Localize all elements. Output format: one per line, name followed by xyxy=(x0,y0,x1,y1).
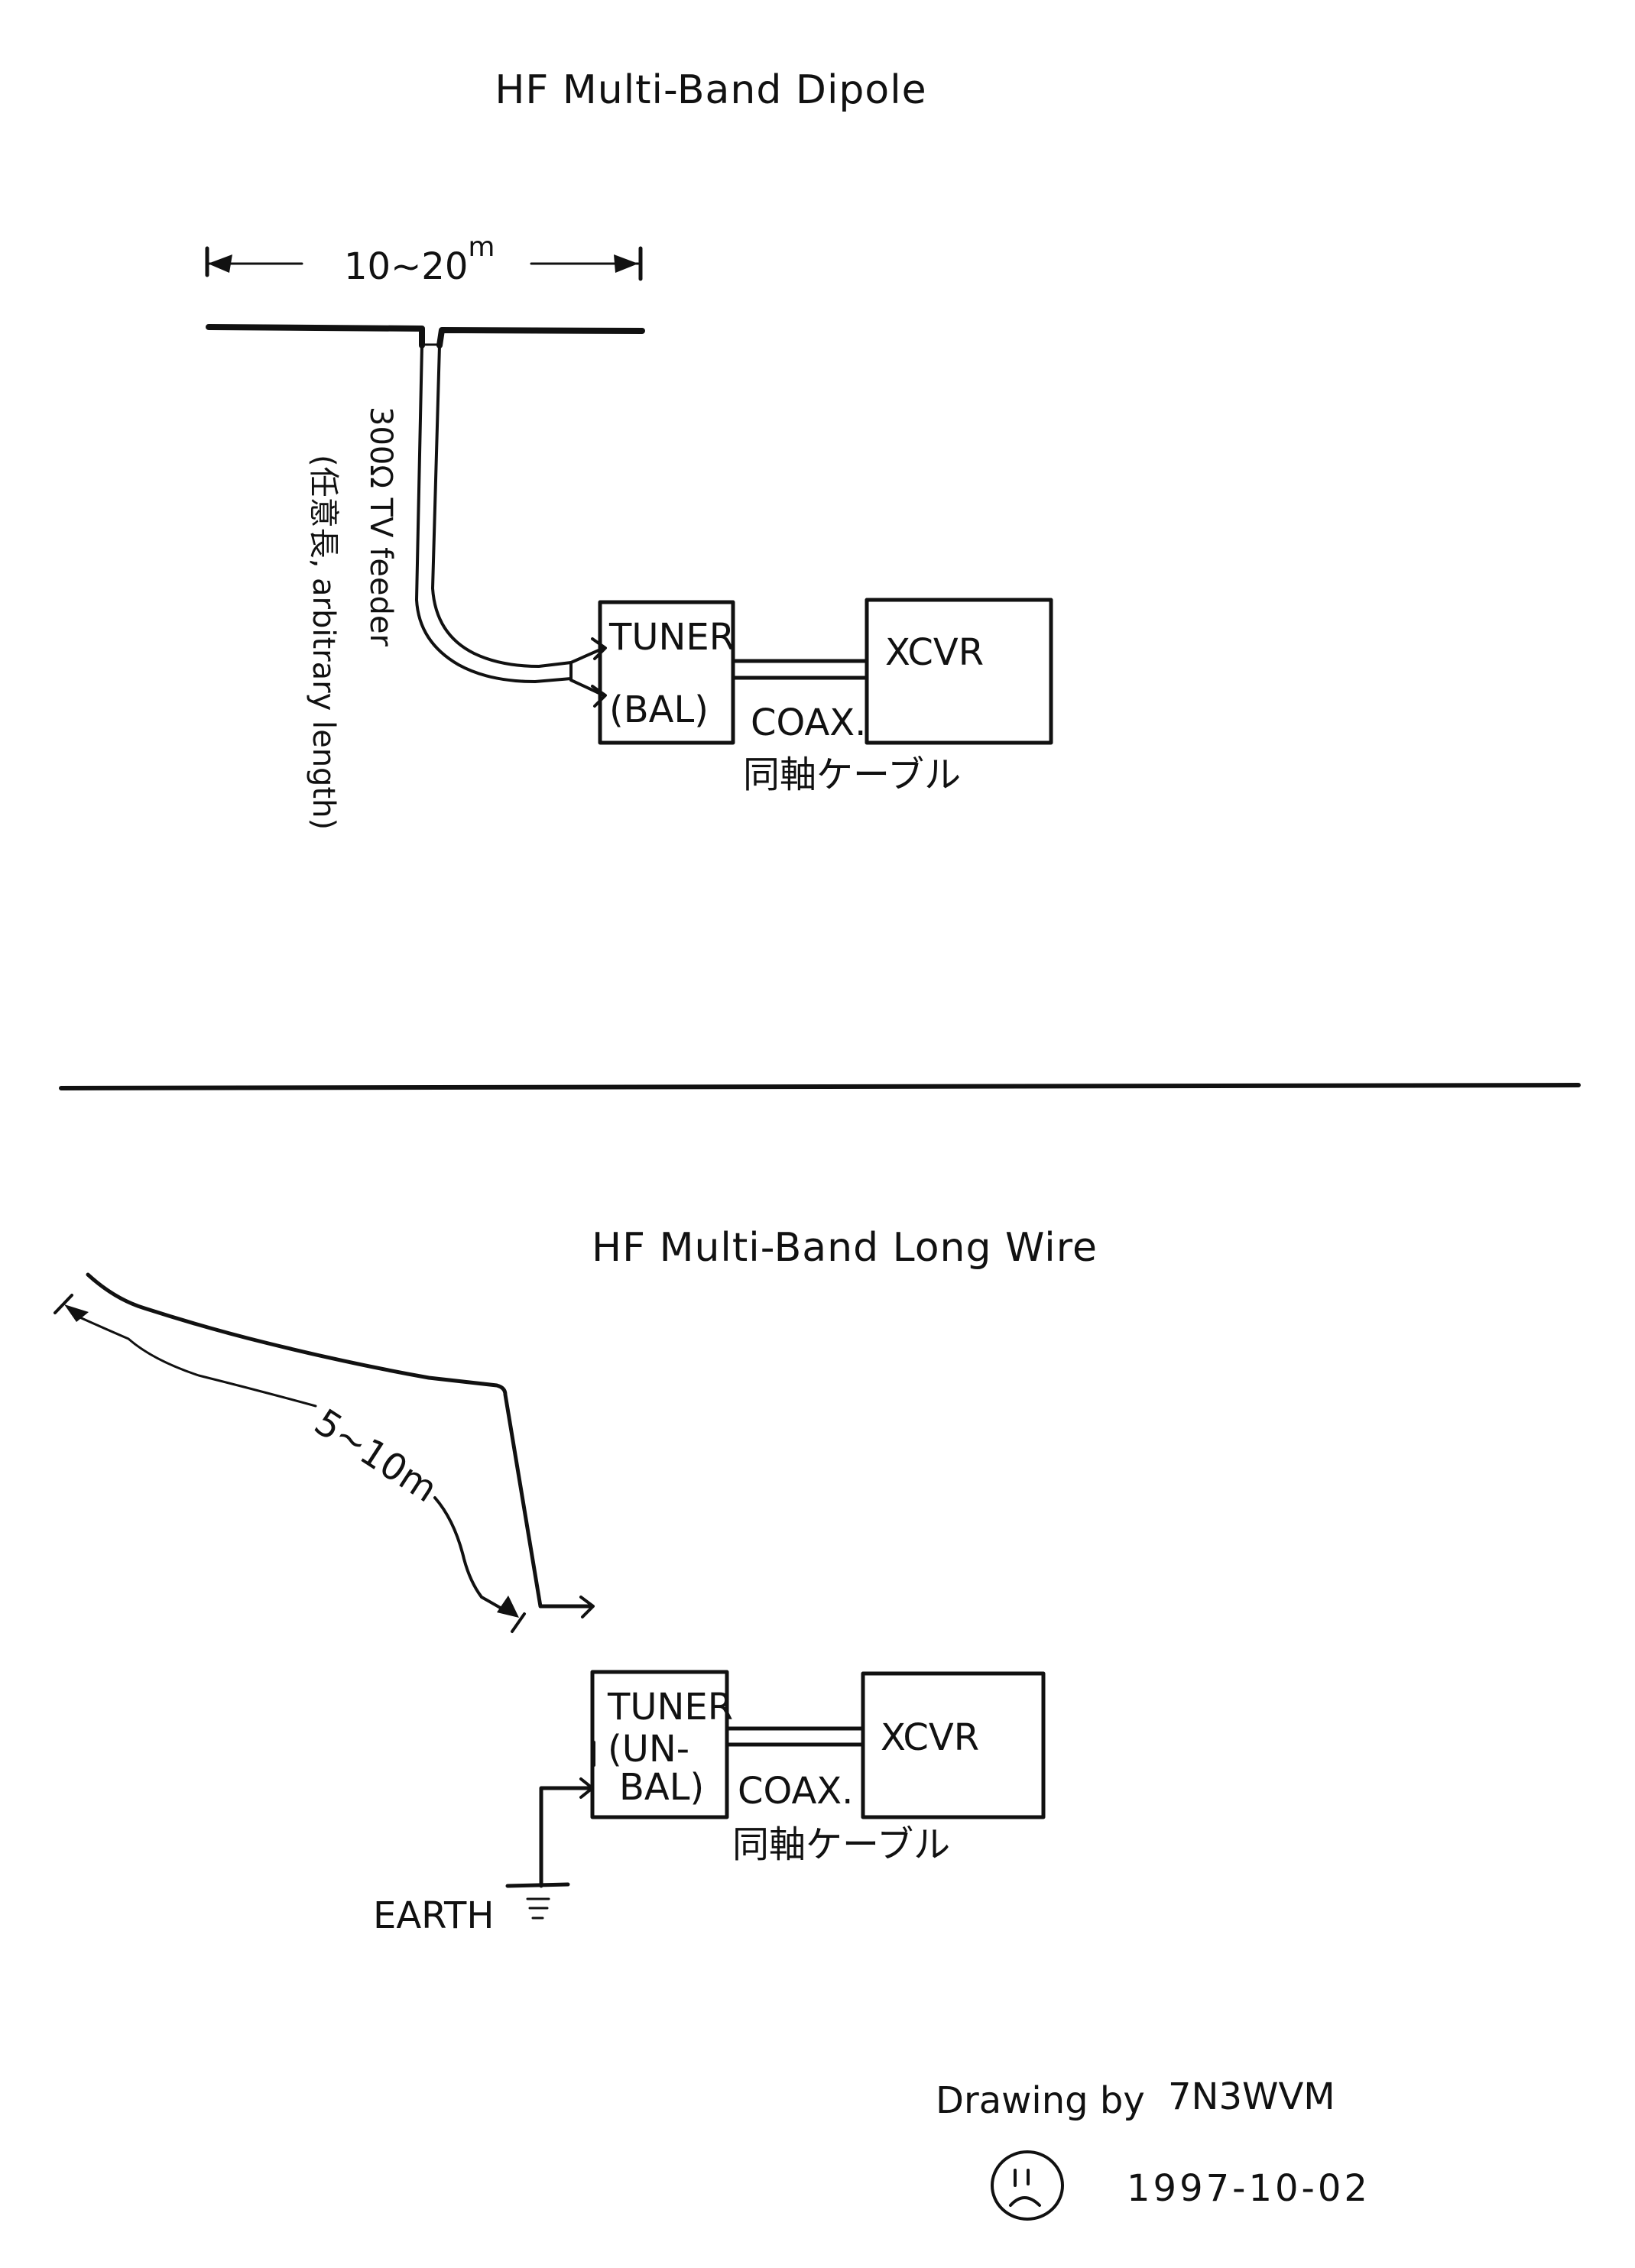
earth-wire xyxy=(539,1786,595,1888)
longwire-section: HF Multi-Band Long Wire 5~10m TUNER (UN-… xyxy=(54,1225,1098,1937)
dipole-xcvr-box: XCVR xyxy=(865,598,1053,745)
dimension-curve-upper xyxy=(75,1314,317,1408)
longwire-title: HF Multi-Band Long Wire xyxy=(592,1225,1098,1271)
tv-feeder-inner-line xyxy=(431,344,573,668)
earth-arrow-icon xyxy=(579,1777,594,1799)
dipole-title: HF Multi-Band Dipole xyxy=(495,67,926,113)
earth-label: EARTH xyxy=(373,1894,494,1937)
ground-icon xyxy=(526,1897,550,1920)
dimension-tick-end xyxy=(511,1612,526,1633)
dipole-tuner-box: TUNER (BAL) xyxy=(598,600,735,745)
dipole-wire xyxy=(206,324,645,348)
dipole-section: HF Multi-Band Dipole 10~20m 300Ω TV feed… xyxy=(205,67,1053,830)
feeder-label: 300Ω TV feeder xyxy=(363,407,398,646)
dipole-length-value: 10~20 xyxy=(344,245,468,288)
longwire-length-dimension: 5~10m xyxy=(54,1294,526,1633)
tuner-label: TUNER xyxy=(607,1686,733,1729)
xcvr-label: XCVR xyxy=(881,1716,979,1759)
drawing-date: 1997-10-02 xyxy=(1127,2167,1371,2210)
arrowhead-right-icon xyxy=(614,254,638,273)
dipole-length-dimension: 10~20m xyxy=(205,232,643,288)
dipole-length-unit: m xyxy=(468,232,495,263)
arrowhead-end-icon xyxy=(497,1596,519,1618)
longwire-xcvr-box: XCVR xyxy=(861,1671,1046,1819)
drawn-by-prefix: Drawing by xyxy=(936,2079,1145,2122)
signature: Drawing by 7N3WVM 1997-10-02 xyxy=(936,2075,1371,2221)
wire-arrow-icon xyxy=(579,1596,595,1618)
feeder-note: (任意長, arbitrary length) xyxy=(306,455,341,830)
longwire-length-label: 5~10m xyxy=(307,1401,444,1511)
coax-label: COAX. xyxy=(738,1770,853,1813)
section-divider xyxy=(59,1083,1581,1090)
coax-label-jp: 同軸ケーブル xyxy=(732,1823,950,1866)
long-wire xyxy=(86,1272,595,1609)
tv-feeder-outer-line xyxy=(415,344,573,683)
tuner-mode: (BAL) xyxy=(609,688,709,731)
longwire-tuner-box: TUNER (UN- BAL) xyxy=(590,1670,733,1819)
arrowhead-start-icon xyxy=(64,1304,89,1322)
tuner-mode-line1: (UN- xyxy=(608,1728,689,1771)
sad-face-icon xyxy=(991,2150,1064,2221)
dimension-tick-start xyxy=(54,1294,73,1314)
tuner-label: TUNER xyxy=(608,616,735,659)
dipole-length-label: 10~20m xyxy=(344,232,495,288)
callsign: 7N3WVM xyxy=(1168,2075,1335,2118)
arrowhead-left-icon xyxy=(208,254,232,273)
tuner-mode-line2: BAL) xyxy=(619,1766,704,1809)
coax-label: COAX. xyxy=(751,701,866,744)
xcvr-label: XCVR xyxy=(885,631,984,674)
ground-bar xyxy=(505,1882,570,1888)
coax-label-jp: 同軸ケーブル xyxy=(743,753,961,796)
dimension-curve-lower xyxy=(433,1496,510,1614)
